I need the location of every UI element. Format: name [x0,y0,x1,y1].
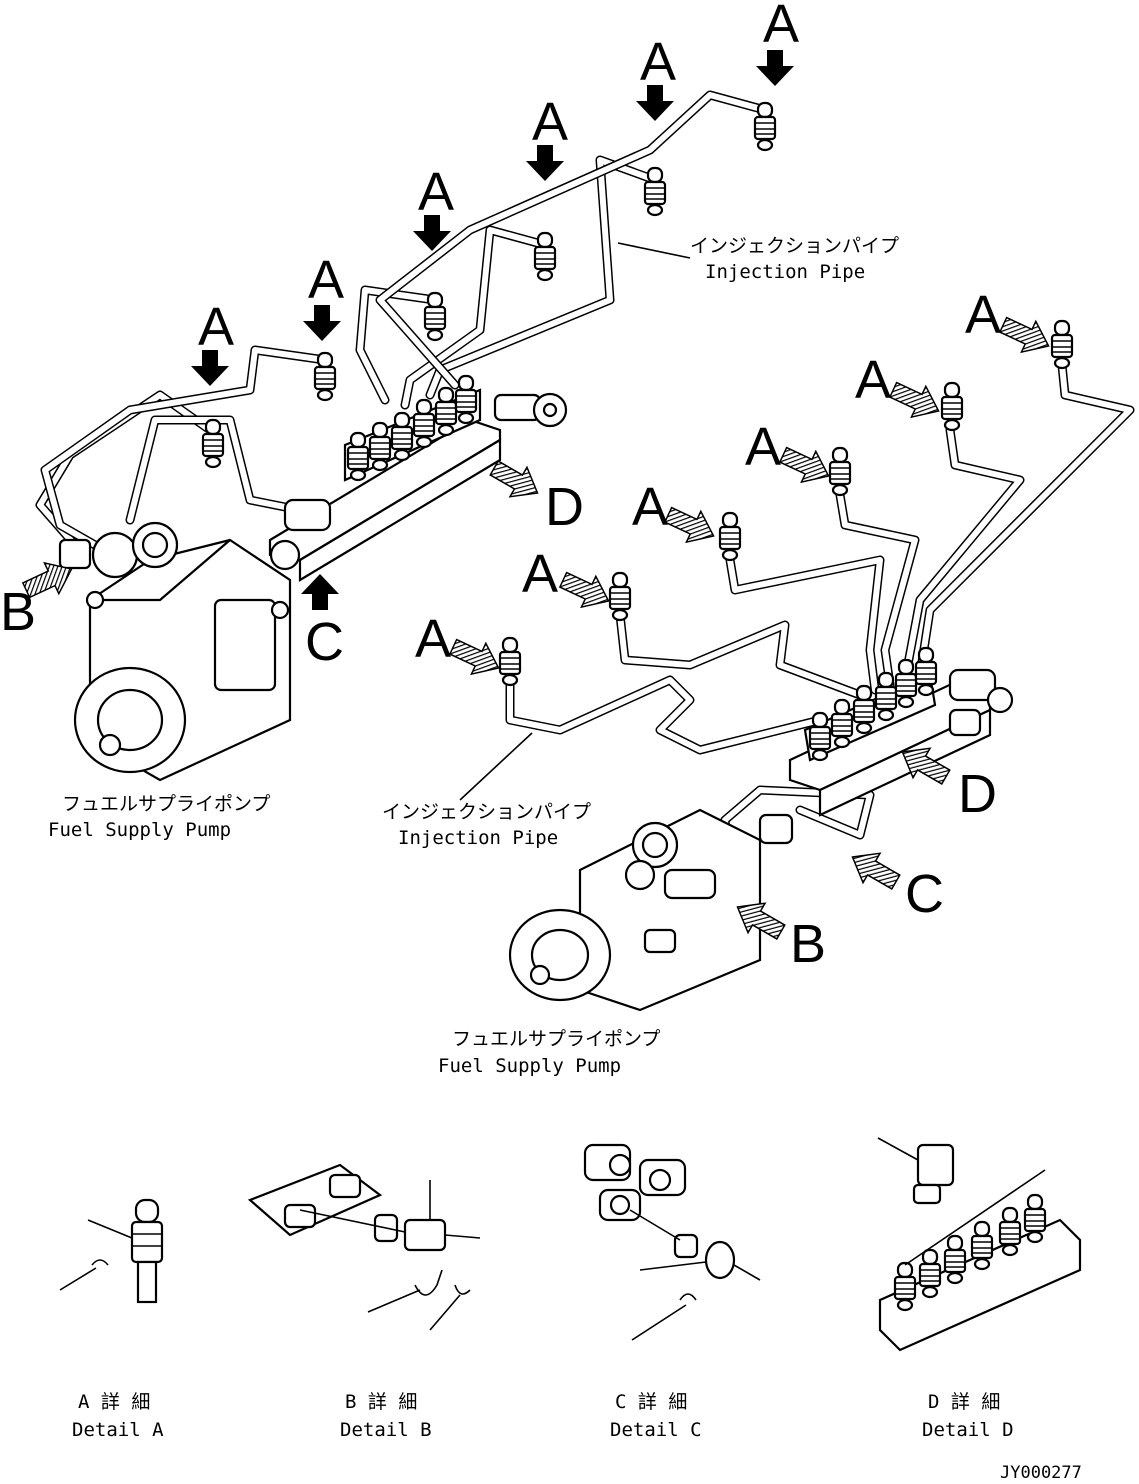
detail-captions: A 詳 細 Detail A B 詳 細 Detail B C 詳 細 Deta… [72,1391,1014,1441]
callout-letter: A [418,162,454,222]
detail-c-caption-en: Detail C [610,1419,702,1441]
upper-left-pipes [35,90,770,550]
arrow-diagonal-icon [995,308,1057,363]
detail-d-caption-en: Detail D [922,1419,1014,1441]
arrow-diagonal-icon [555,563,617,618]
fuel-supply-pump-label-jp: フュエルサプライポンプ [452,1028,660,1050]
fuel-supply-pump-label-en: Fuel Supply Pump [438,1055,621,1077]
arrow-down-icon [303,305,341,341]
callout-letter: C [305,612,344,672]
injection-pipe-label-en: Injection Pipe [398,827,558,849]
callout-letter: A [640,32,676,92]
leader-line [459,732,533,801]
callout-letter: A [415,609,451,669]
callout-letter: A [855,350,891,410]
callout-letter: D [958,764,997,824]
lower-common-rail [788,646,1014,817]
fuel-supply-pump-label-jp: フュエルサプライポンプ [62,793,270,815]
detail-c-drawing [583,1143,761,1341]
detail-a-drawing [59,1198,164,1304]
callout-letter: A [632,477,668,537]
detail-d-drawing [877,1137,1082,1352]
fuel-supply-pump-label-en: Fuel Supply Pump [48,819,231,841]
arrow-up-icon [301,574,339,610]
callout-letter: A [308,250,344,310]
detail-a-caption-jp: A 詳 細 [78,1391,150,1413]
callout-letter: C [905,864,944,924]
callout-letter: A [965,285,1001,345]
callout-letter: A [198,297,234,357]
upper-fuel-supply-pump [58,521,292,782]
arrow-diagonal-icon [843,841,906,898]
detail-b-caption-jp: B 詳 細 [345,1391,417,1413]
detail-c-caption-jp: C 詳 細 [615,1391,687,1413]
upper-callout-letters: A A A A A A D C B [0,0,799,672]
arrow-diagonal-icon [445,630,507,685]
upper-common-rail [268,374,568,582]
detail-b-caption-en: Detail B [340,1419,432,1441]
callout-letter: A [532,92,568,152]
callout-letter: A [763,0,799,54]
injection-pipe-label-jp: インジェクションパイプ [382,801,591,823]
arrow-diagonal-icon [885,373,947,428]
drawing-number: JY000277 [1000,1463,1082,1483]
lower-callout-letters: A A A A A A D C B [415,285,1001,974]
arrow-diagonal-icon [660,498,722,553]
callout-letter: B [0,582,36,642]
injection-pipe-label-jp: インジェクションパイプ [690,235,899,257]
lower-fuel-supply-pump [508,808,794,1012]
callout-letter: A [745,417,781,477]
arrow-down-icon [756,50,794,86]
leader-line [617,242,691,259]
callout-letter: D [545,477,584,537]
injection-pipe-label-en: Injection Pipe [705,261,865,283]
callout-letter: B [790,914,826,974]
callout-letter: A [522,544,558,604]
detail-d-caption-jp: D 詳 細 [928,1391,1000,1413]
arrow-diagonal-icon [775,438,837,493]
detail-a-caption-en: Detail A [72,1419,164,1441]
detail-b-drawing [247,1163,481,1331]
